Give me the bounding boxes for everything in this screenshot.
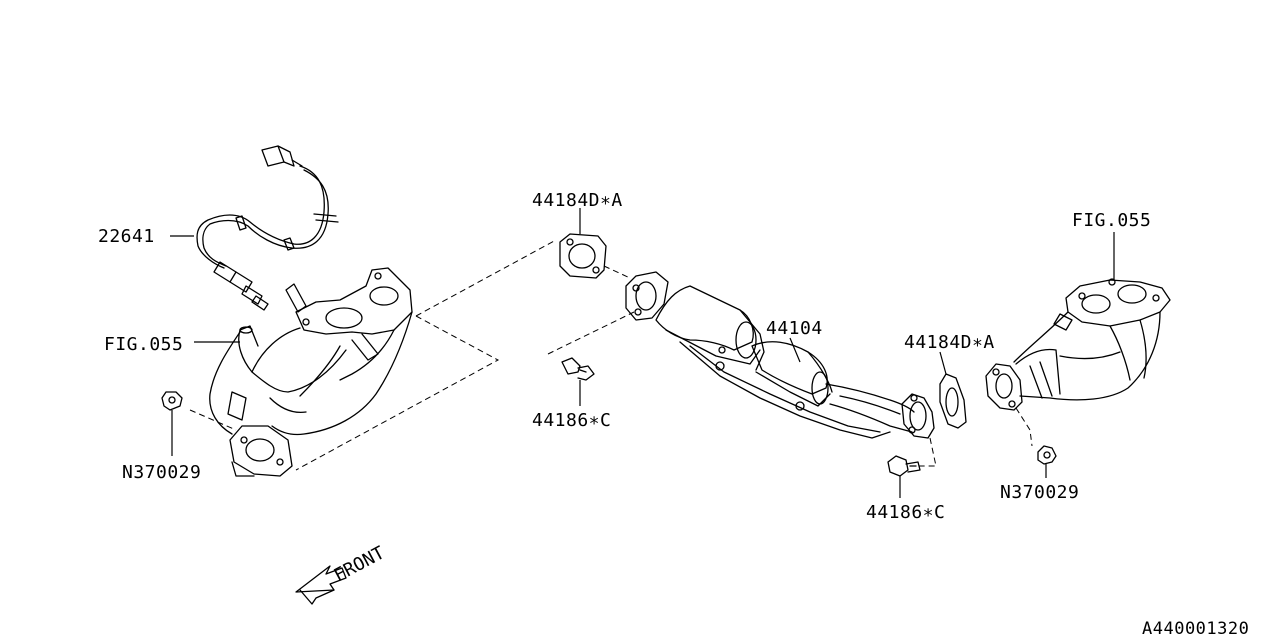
front-exhaust-pipe[interactable] bbox=[625, 271, 935, 439]
right-bolt[interactable] bbox=[887, 455, 921, 477]
assembly-lines bbox=[189, 239, 1033, 471]
label-44186c-right: 44186∗C bbox=[866, 502, 945, 523]
left-exhaust-manifold[interactable] bbox=[209, 267, 413, 477]
label-44186c-left: 44186∗C bbox=[532, 410, 611, 431]
label-44184da-top: 44184D∗A bbox=[532, 190, 623, 211]
right-nut[interactable] bbox=[1037, 445, 1057, 465]
label-22641: 22641 bbox=[98, 226, 155, 247]
oxygen-sensor[interactable] bbox=[196, 145, 339, 311]
label-44184da-right: 44184D∗A bbox=[904, 332, 995, 353]
diagram-reference-id: A440001320 bbox=[1142, 619, 1249, 639]
label-n370029-right: N370029 bbox=[1000, 482, 1079, 503]
lower-gasket[interactable] bbox=[939, 373, 967, 429]
label-fig055-left: FIG.055 bbox=[104, 334, 183, 355]
left-bolt[interactable] bbox=[561, 357, 595, 381]
upper-gasket[interactable] bbox=[559, 233, 607, 279]
front-label: FRONT bbox=[330, 542, 388, 586]
left-nut[interactable] bbox=[161, 391, 183, 411]
label-n370029-left: N370029 bbox=[122, 462, 201, 483]
front-arrow-icon: FRONT bbox=[295, 542, 388, 605]
right-exhaust-manifold[interactable] bbox=[985, 278, 1171, 411]
leader-lines bbox=[170, 208, 1115, 498]
label-44104: 44104 bbox=[766, 318, 823, 339]
label-fig055-right: FIG.055 bbox=[1072, 210, 1151, 231]
